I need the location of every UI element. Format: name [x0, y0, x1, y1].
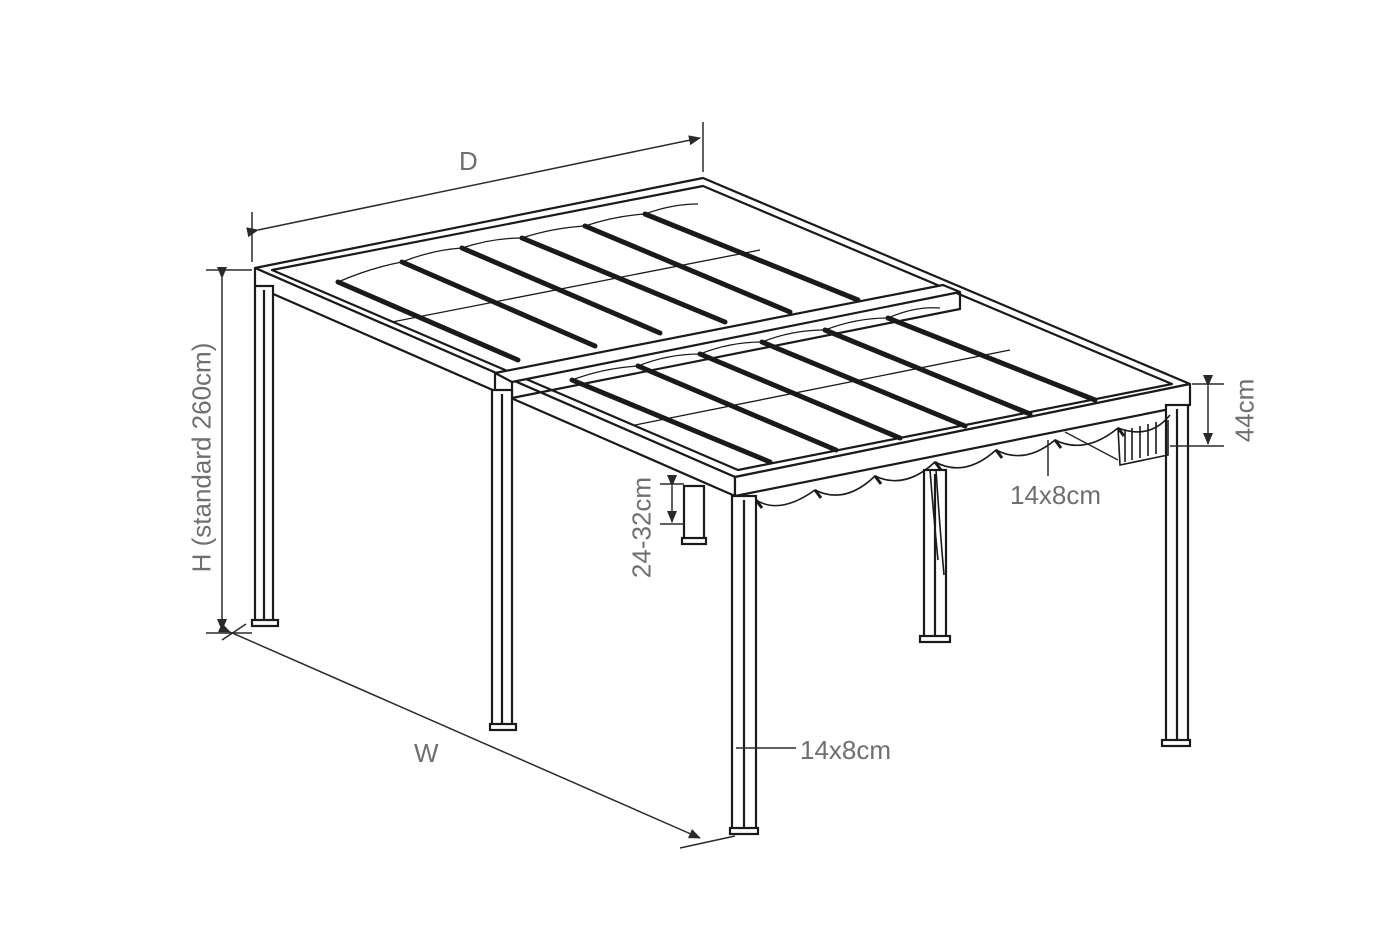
retractable-shade	[754, 414, 1171, 576]
depth-label: D	[459, 146, 478, 176]
right-beam	[733, 382, 1192, 498]
post-size-label-bottom: 14x8cm	[800, 735, 892, 765]
post-rear-right	[1160, 403, 1192, 748]
beam-height-label: 44cm	[1229, 378, 1260, 443]
post-rear-middle	[918, 468, 952, 644]
depth-dimension-line	[246, 135, 701, 238]
gutter-height-label: 24-32cm	[626, 476, 657, 579]
dimension-lines	[206, 122, 1224, 849]
post-front-right	[728, 494, 760, 836]
post-size-label-top: 14x8cm	[1010, 480, 1102, 510]
post-gutter-stub	[680, 484, 708, 546]
roof-slats	[335, 211, 1098, 465]
width-dimension-line	[217, 623, 701, 839]
post-middle-left	[488, 388, 518, 732]
post-front-left	[250, 284, 280, 628]
height-label: H (standard 260cm)	[186, 342, 217, 573]
width-label: W	[414, 738, 439, 768]
pergola-frame	[253, 176, 1192, 498]
